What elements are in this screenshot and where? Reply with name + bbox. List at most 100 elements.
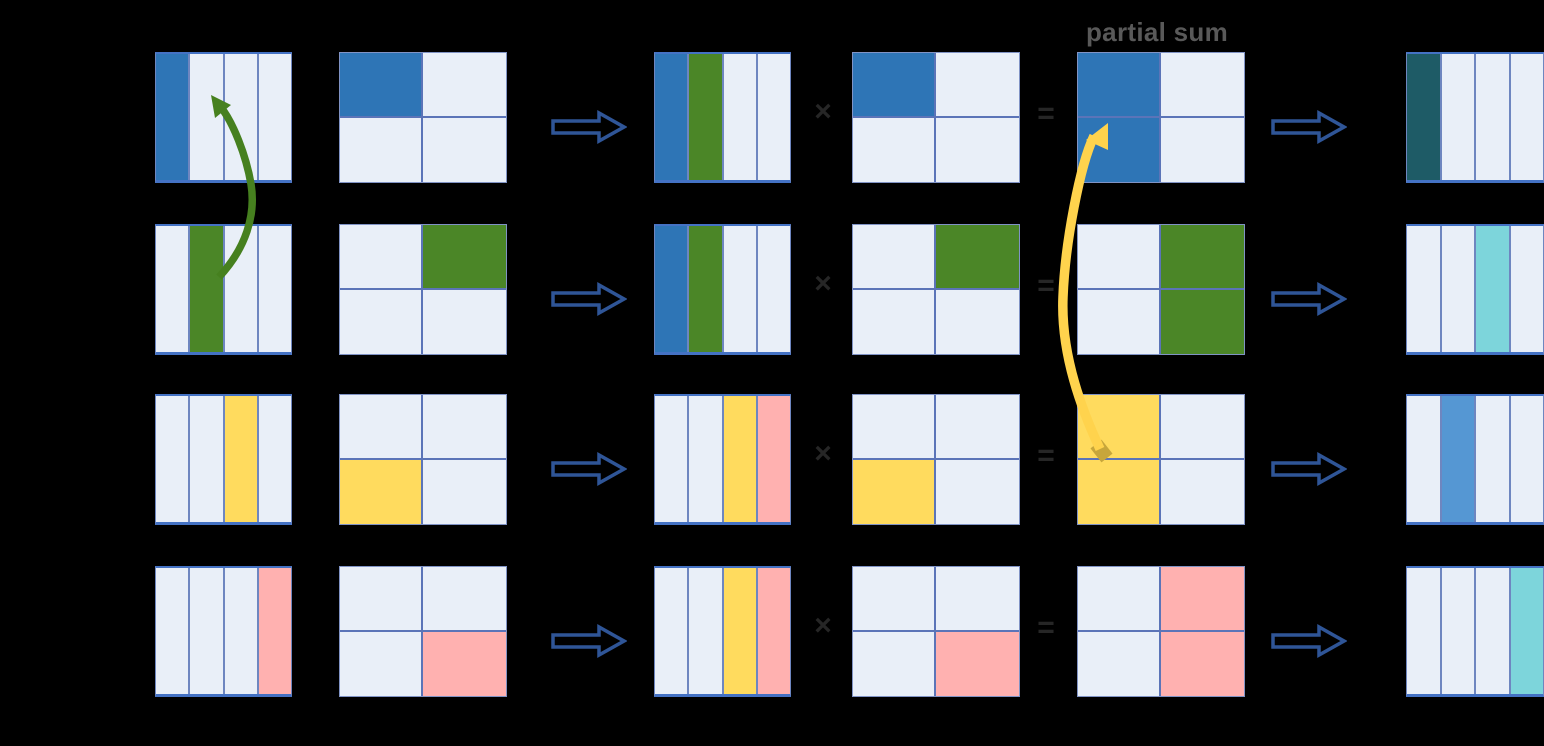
matrix-cell [1078,567,1161,632]
multiply-operator: × [814,437,832,470]
matrix-cell [224,54,259,180]
input-vector-matrix [155,52,292,183]
matrix-cell [936,53,1019,118]
flow-arrow-icon [1271,110,1348,144]
matrix-cell [1161,53,1244,118]
multiply-operator: × [814,609,832,642]
matrix-cell [1161,117,1244,182]
partial-sum-matrix [1077,394,1245,525]
flow-arrow-icon [1271,624,1348,658]
multiply-operator: × [814,267,832,300]
matrix-cell [853,631,936,696]
matrix-cell [1407,54,1442,180]
matrix-cell [258,568,291,694]
matrix-cell [853,117,936,182]
matrix-cell [723,396,758,522]
matrix-cell [655,568,690,694]
matrix-cell [655,226,690,352]
matrix-cell [1407,396,1442,522]
matrix-cell [723,54,758,180]
matrix-cell [1078,289,1161,354]
matrix-cell [1078,459,1161,524]
matrix-cell [1161,289,1244,354]
matrix-cell [340,567,423,632]
matrix-cell [1510,568,1543,694]
flow-arrow-icon [551,110,628,144]
matrix-cell [423,459,506,524]
weight-matrix-rhs [852,224,1020,355]
matrix-cell [423,225,506,290]
input-vector-matrix [155,566,292,697]
matrix-cell [655,396,690,522]
matrix-cell [423,567,506,632]
matrix-cell [853,225,936,290]
weight-matrix-rhs [852,566,1020,697]
matrix-cell [1476,396,1511,522]
matrix-cell [224,568,259,694]
weight-matrix-rhs [852,394,1020,525]
matrix-cell [224,226,259,352]
matrix-cell [156,396,191,522]
matrix-cell [156,226,191,352]
flow-arrow-icon [1271,282,1348,316]
matrix-cell [853,459,936,524]
matrix-cell [423,395,506,460]
input-vector-matrix [155,224,292,355]
matrix-cell [1161,631,1244,696]
matrix-cell [1078,631,1161,696]
matrix-cell [936,395,1019,460]
multiply-operator: × [814,95,832,128]
matrix-cell [936,225,1019,290]
weight-matrix [339,566,507,697]
equals-operator: = [1037,97,1055,130]
matrix-cell [258,396,291,522]
partial-sum-matrix [1077,224,1245,355]
combined-vector-matrix [654,52,791,183]
matrix-cell [1078,395,1161,460]
matrix-cell [340,631,423,696]
equals-operator: = [1037,269,1055,302]
matrix-cell [689,226,724,352]
output-vector-matrix [1406,566,1544,697]
matrix-cell [1476,226,1511,352]
weight-matrix [339,224,507,355]
weight-matrix-rhs [852,52,1020,183]
combined-vector-matrix [654,394,791,525]
matrix-cell [655,54,690,180]
matrix-cell [1078,117,1161,182]
matrix-cell [340,117,423,182]
matrix-cell [190,226,225,352]
combined-vector-matrix [654,566,791,697]
matrix-cell [340,459,423,524]
flow-arrow-icon [551,282,628,316]
matrix-cell [258,226,291,352]
matrix-cell [757,226,790,352]
matrix-cell [340,395,423,460]
matrix-cell [757,54,790,180]
matrix-cell [258,54,291,180]
matrix-cell [340,225,423,290]
flow-arrow-icon [1271,452,1348,486]
matrix-cell [340,53,423,118]
weight-matrix [339,394,507,525]
combined-vector-matrix [654,224,791,355]
matrix-cell [853,395,936,460]
matrix-cell [689,568,724,694]
matrix-cell [1078,53,1161,118]
partial-sum-label: partial sum [1086,17,1229,47]
matrix-cell [423,631,506,696]
matrix-cell [156,54,191,180]
matrix-cell [936,117,1019,182]
matrix-cell [190,396,225,522]
matrix-cell [423,289,506,354]
output-vector-matrix [1406,394,1544,525]
matrix-cell [1476,568,1511,694]
matrix-cell [1407,568,1442,694]
matrix-cell [757,396,790,522]
matrix-cell [853,289,936,354]
matrix-cell [1441,54,1476,180]
matrix-cell [190,568,225,694]
equals-operator: = [1037,611,1055,644]
matrix-cell [689,54,724,180]
